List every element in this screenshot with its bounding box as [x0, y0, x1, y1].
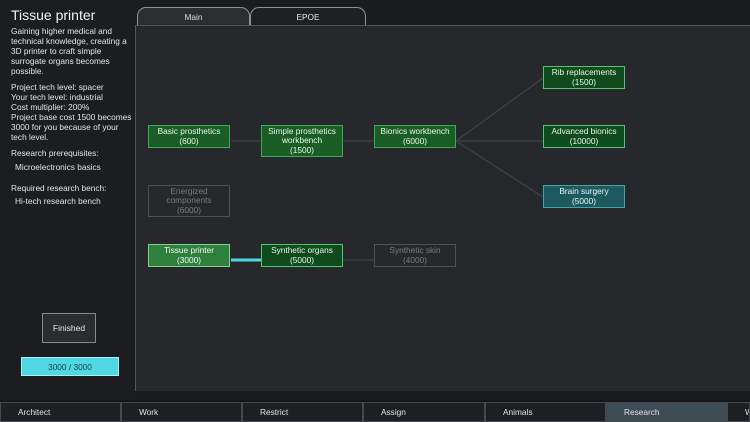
- node-advanced-bionics[interactable]: Advanced bionics (10000): [543, 125, 625, 148]
- menu-button-architect[interactable]: Architect: [0, 402, 121, 422]
- progress-text: 3000 / 3000: [48, 361, 92, 372]
- node-simple-prosthetics-workbench[interactable]: Simple prosthetics workbench (1500): [261, 125, 343, 157]
- prerequisites-value: Microelectronics basics: [15, 162, 101, 172]
- link-bionics-rib: [455, 77, 544, 142]
- node-cost: (6000): [403, 135, 427, 146]
- node-synthetic-organs[interactable]: Synthetic organs (5000): [261, 244, 343, 267]
- node-rib-replacements[interactable]: Rib replacements (1500): [543, 66, 625, 89]
- node-brain-surgery[interactable]: Brain surgery (5000): [543, 185, 625, 208]
- research-tree: Basic prosthetics (600) Simple prostheti…: [135, 25, 750, 391]
- node-name: Simple prosthetics workbench: [268, 125, 336, 146]
- node-synthetic-skin[interactable]: Synthetic skin (4000): [374, 244, 456, 267]
- node-name: Basic prosthetics: [157, 126, 221, 136]
- tab-epoe[interactable]: EPOE: [250, 7, 366, 26]
- node-cost: (5000): [290, 254, 314, 265]
- node-energized-components[interactable]: Energized components (6000): [148, 185, 230, 217]
- node-basic-prosthetics[interactable]: Basic prosthetics (600): [148, 125, 230, 148]
- node-cost: (10000): [569, 135, 599, 146]
- tab-main[interactable]: Main: [137, 7, 250, 26]
- node-name: Rib replacements: [551, 67, 617, 77]
- node-tissue-printer[interactable]: Tissue printer (3000): [148, 244, 230, 267]
- research-progress-bar: 3000 / 3000: [21, 357, 119, 376]
- menu-button-animals[interactable]: Animals: [485, 402, 606, 422]
- link-bionics-brain: [455, 140, 544, 198]
- menu-button-assign[interactable]: Assign: [363, 402, 485, 422]
- node-name: Synthetic skin: [389, 245, 441, 255]
- menu-button-w[interactable]: W: [727, 402, 750, 422]
- node-name: Bionics workbench: [380, 126, 450, 136]
- project-title: Tissue printer: [11, 7, 96, 23]
- node-cost: (5000): [572, 195, 596, 206]
- research-bench-label: Required research bench:: [11, 183, 107, 193]
- node-name: Brain surgery: [559, 186, 609, 196]
- project-info-panel: Tissue printer Gaining higher medical an…: [0, 0, 134, 400]
- node-cost: (1500): [572, 76, 596, 87]
- node-name: Tissue printer: [164, 245, 214, 255]
- node-name: Energized components: [166, 185, 212, 206]
- menu-button-work[interactable]: Work: [121, 402, 242, 422]
- tree-connections: [231, 77, 544, 262]
- node-name: Advanced bionics: [551, 126, 617, 136]
- node-name: Synthetic organs: [271, 245, 333, 255]
- menu-button-research[interactable]: Research: [606, 402, 727, 422]
- node-bionics-workbench[interactable]: Bionics workbench (6000): [374, 125, 456, 148]
- node-cost: (6000): [177, 204, 201, 215]
- node-cost: (3000): [177, 254, 201, 265]
- project-cost-info: Project tech level: spacer Your tech lev…: [11, 82, 132, 142]
- prerequisites-label: Research prerequisites:: [11, 148, 99, 158]
- research-bench-value: Hi-tech research bench: [15, 196, 101, 206]
- node-cost: (4000): [403, 254, 427, 265]
- project-description: Gaining higher medical and technical kno…: [11, 26, 127, 76]
- node-cost: (1500): [290, 144, 314, 155]
- finished-button[interactable]: Finished: [42, 313, 96, 343]
- node-cost: (600): [179, 135, 199, 146]
- menu-button-restrict[interactable]: Restrict: [242, 402, 363, 422]
